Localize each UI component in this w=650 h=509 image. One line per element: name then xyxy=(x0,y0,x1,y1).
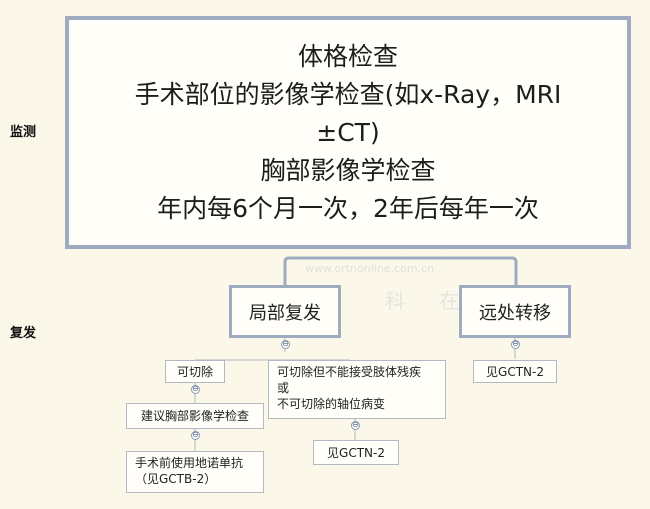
collapse-icon[interactable]: ⊖ xyxy=(281,339,290,349)
node-unresectable[interactable]: 可切除但不能接受肢体残疾 或 不可切除的轴位病变 xyxy=(268,360,446,419)
node-unresectable-line-3: 不可切除的轴位病变 xyxy=(277,397,386,411)
label-monitor: 监测 xyxy=(10,125,37,140)
node-denosumab[interactable]: 手术前使用地诺单抗 （见GCTB-2） xyxy=(126,451,264,493)
node-chest-imaging-label: 建议胸部影像学检查 xyxy=(140,409,249,423)
node-local-recurrence[interactable]: 局部复发 xyxy=(229,285,341,338)
node-see-gctn-distant-label: 见GCTN-2 xyxy=(486,364,544,379)
node-see-gctn-local[interactable]: 见GCTN-2 xyxy=(313,440,399,465)
monitoring-line-3: ±CT) xyxy=(316,117,380,147)
node-unresectable-line-2: 或 xyxy=(277,381,290,395)
collapse-icon[interactable]: ⊖ xyxy=(511,339,520,349)
monitoring-line-2: 手术部位的影像学检查(如x-Ray，MRI xyxy=(134,79,562,109)
node-denosumab-line-1: 手术前使用地诺单抗 xyxy=(135,456,244,470)
label-recurrence: 复发 xyxy=(10,326,37,341)
node-resectable-label: 可切除 xyxy=(176,364,213,379)
node-denosumab-line-2: （见GCTB-2） xyxy=(135,472,217,486)
monitoring-box: 体格检查 手术部位的影像学检查(如x-Ray，MRI ±CT) 胸部影像学检查 … xyxy=(65,16,631,249)
collapse-icon[interactable]: ⊖ xyxy=(191,384,200,394)
node-distant-metastasis-label: 远处转移 xyxy=(479,302,551,324)
node-resectable[interactable]: 可切除 xyxy=(165,360,225,383)
connector-local-children xyxy=(194,338,351,362)
node-unresectable-line-1: 可切除但不能接受肢体残疾 xyxy=(277,365,422,379)
node-see-gctn-distant[interactable]: 见GCTN-2 xyxy=(473,360,557,383)
node-local-recurrence-label: 局部复发 xyxy=(249,302,321,324)
monitoring-line-1: 体格检查 xyxy=(297,41,398,71)
watermark-url: www.ortnonline.com.cn xyxy=(305,262,435,275)
node-chest-imaging[interactable]: 建议胸部影像学检查 xyxy=(126,403,264,429)
node-see-gctn-local-label: 见GCTN-2 xyxy=(327,445,385,460)
node-distant-metastasis[interactable]: 远处转移 xyxy=(459,285,571,338)
monitoring-line-4: 胸部影像学检查 xyxy=(260,155,436,185)
connector-main-branch xyxy=(283,256,518,285)
collapse-icon[interactable]: ⊖ xyxy=(191,430,200,440)
monitoring-line-5: 年内每6个月一次，2年后每年一次 xyxy=(157,193,539,223)
collapse-icon[interactable]: ⊖ xyxy=(351,420,360,430)
